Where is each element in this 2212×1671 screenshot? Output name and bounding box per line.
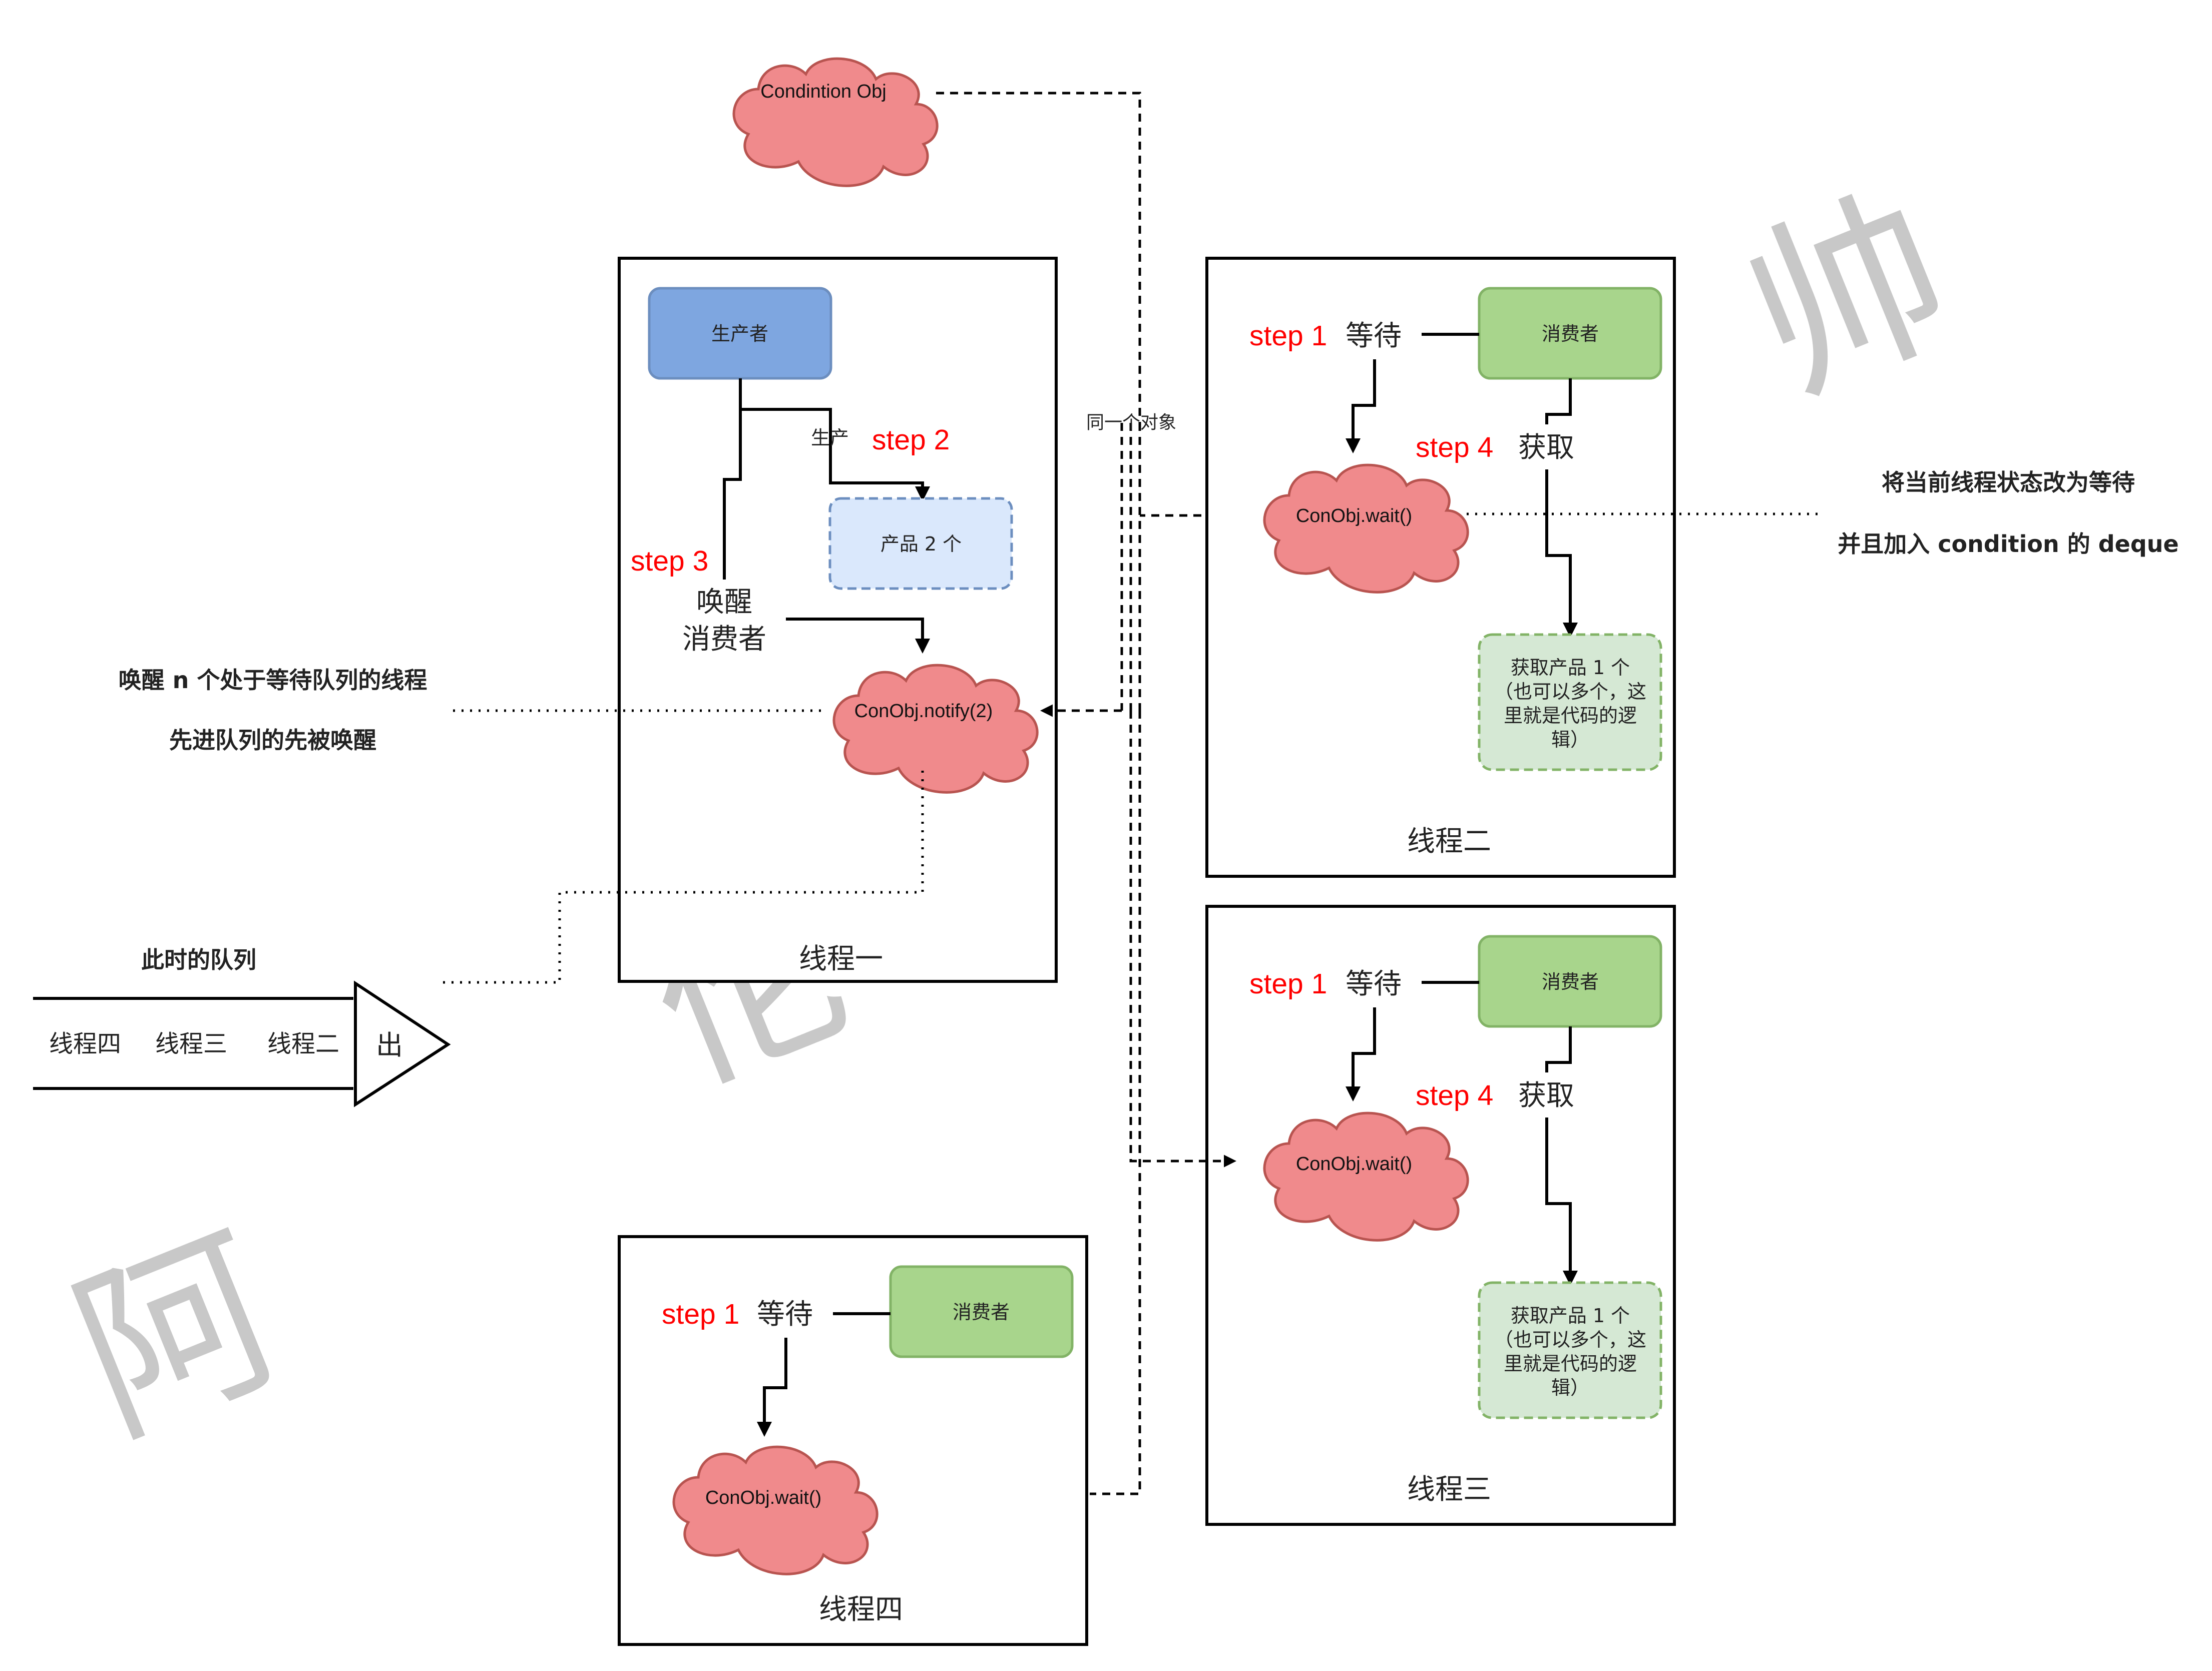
dotted-link-queue (439, 771, 924, 984)
wait-arrow (1346, 1007, 1376, 1101)
thread-four-title: 线程四 (819, 1593, 903, 1626)
acquire-box-line: （也可以多个，这 (1494, 681, 1646, 703)
queue-exit-triangle (354, 980, 451, 1107)
acquire-box-line: （也可以多个，这 (1494, 1329, 1646, 1351)
step1-label: step 1 (1249, 320, 1327, 352)
acquire-box-line: 里就是代码的逻 (1504, 705, 1637, 727)
acquire-box-line: 里就是代码的逻 (1504, 1353, 1637, 1375)
wait-arrow (1346, 359, 1376, 453)
wait-call-label: ConObj.wait() (1296, 1154, 1412, 1175)
acquire-box-line: 辑） (1551, 729, 1589, 751)
acquire-box-line: 辑） (1551, 1377, 1589, 1399)
wake-note-line2: 先进队列的先被唤醒 (169, 727, 376, 754)
wake-connector (723, 409, 742, 580)
wake-note-line1: 唤醒 n 个处于等待队列的线程 (119, 667, 427, 694)
acquire-label: 获取 (1518, 1079, 1574, 1112)
notify-label: ConObj.notify(2) (854, 701, 993, 722)
step1-label: step 1 (662, 1298, 739, 1330)
wait-cloud: ConObj.wait() (1263, 1111, 1469, 1242)
cloud-shape (1263, 1111, 1469, 1242)
acquire-connector (1545, 1026, 1572, 1072)
queue-title: 此时的队列 (141, 946, 256, 973)
wake-arrow (786, 618, 930, 654)
wait-arrow (757, 1338, 787, 1437)
queue-item: 线程三 (155, 1030, 227, 1058)
watermark-char: 帅 (1719, 158, 1979, 434)
acquire-box (1478, 1281, 1662, 1419)
dashed-link-thread-four (1090, 711, 1141, 1495)
step4-label: step 4 (1416, 1079, 1493, 1111)
step4-label: step 4 (1416, 431, 1493, 463)
wait-call-label: ConObj.wait() (705, 1487, 821, 1508)
product-box (828, 497, 1013, 590)
acquire-box-line: 获取产品 1 个 (1511, 1305, 1630, 1327)
wait-label: 等待 (1346, 320, 1402, 352)
thread-three-title: 线程三 (1407, 1473, 1491, 1506)
wait-label: 等待 (1346, 968, 1402, 1000)
cloud-shape (832, 664, 1039, 794)
acquire-label: 获取 (1518, 431, 1574, 464)
step2-label: step 2 (872, 424, 950, 456)
wait-note-line1: 将当前线程状态改为等待 (1882, 469, 2135, 496)
wake-label-line1: 唤醒 (696, 586, 752, 619)
condition-object-cloud: Condintion Obj (732, 57, 939, 187)
consumer-label: 消费者 (1542, 971, 1599, 993)
dashed-link-thread-three (1129, 711, 1236, 1168)
wake-label-line2: 消费者 (682, 623, 766, 656)
watermark-char: 阿 (47, 1197, 306, 1473)
wait-label: 等待 (757, 1298, 813, 1331)
wait-cloud: ConObj.wait() (672, 1445, 878, 1575)
acquire-arrow (1545, 1118, 1578, 1286)
acquire-box (1478, 633, 1662, 771)
wait-note-line2: 并且加入 condition 的 deque (1838, 530, 2178, 558)
acquire-arrow (1545, 469, 1578, 638)
cloud-shape (1263, 463, 1469, 594)
wait-cloud: ConObj.wait() (1263, 463, 1469, 594)
queue-item: 线程二 (267, 1030, 339, 1058)
produce-label: 生产 (811, 427, 849, 449)
consumer-label: 消费者 (953, 1301, 1010, 1323)
notify-cloud: ConObj.notify(2) (832, 664, 1039, 794)
acquire-box-line: 获取产品 1 个 (1511, 657, 1630, 679)
consumer-box (889, 1265, 1074, 1358)
queue-item: 线程四 (49, 1030, 121, 1058)
product-label: 产品 2 个 (880, 533, 962, 555)
step1-label: step 1 (1249, 968, 1327, 1000)
queue-exit-label: 出 (376, 1029, 403, 1061)
wait-call-label: ConObj.wait() (1296, 505, 1412, 526)
dashed-link-condition-object (936, 92, 1141, 423)
consumer-label: 消费者 (1542, 323, 1599, 345)
acquire-connector (1545, 378, 1572, 424)
same-object-label: 同一个对象 (1086, 412, 1176, 433)
cloud-shape (672, 1445, 878, 1575)
cloud-shape (732, 57, 939, 187)
produce-connector (739, 378, 930, 501)
producer-label: 生产者 (711, 323, 768, 345)
thread-one-title: 线程一 (799, 943, 883, 975)
step3-label: step 3 (631, 545, 708, 577)
thread-two-title: 线程二 (1407, 825, 1491, 858)
condition-object-label: Condintion Obj (760, 81, 886, 102)
